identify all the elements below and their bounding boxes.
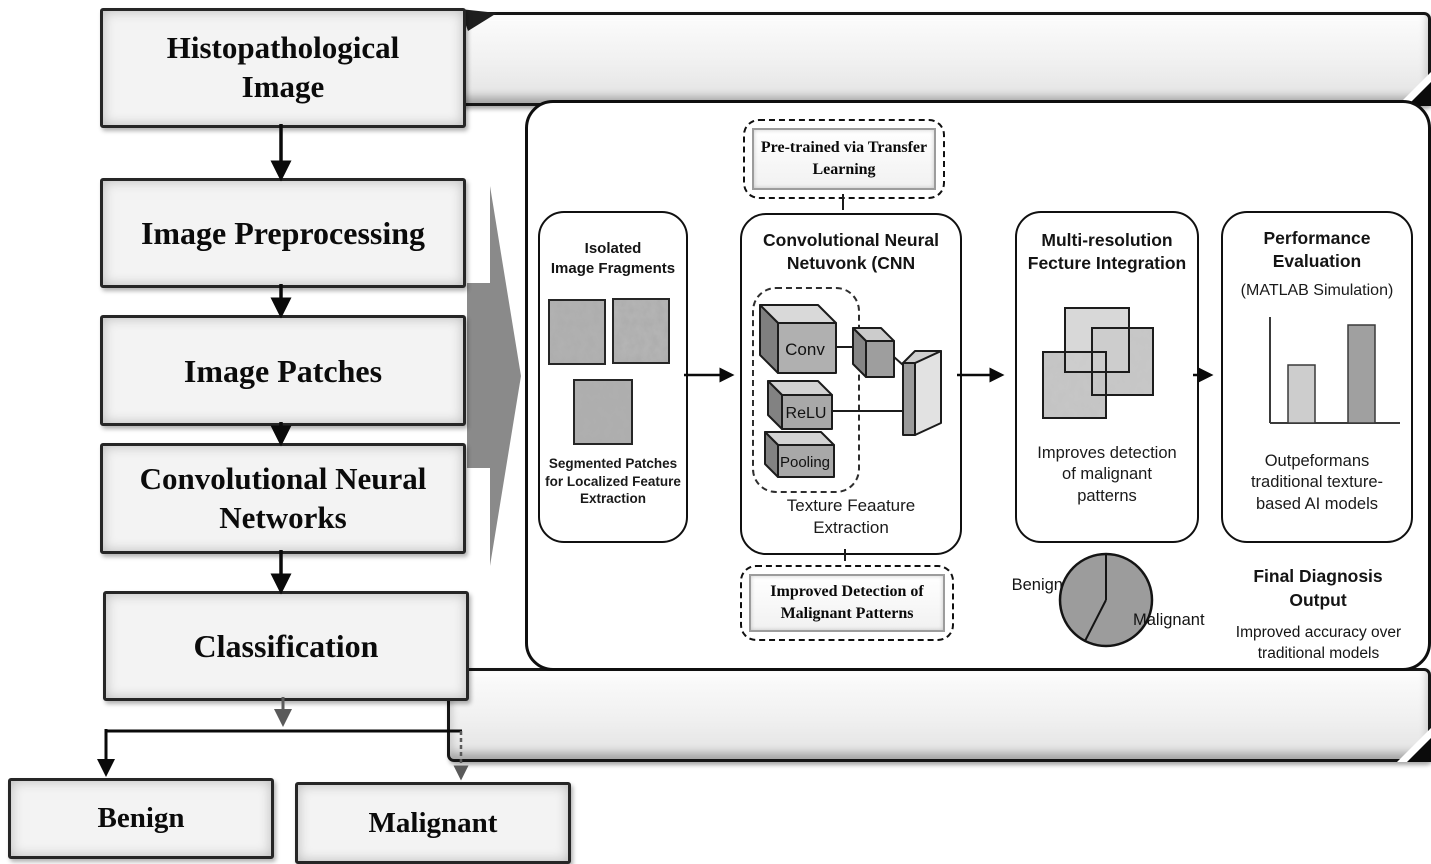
histology-patch-image — [573, 379, 633, 445]
flow-box-convolutional-neural-networks: Convolutional Neural Networks — [100, 443, 466, 554]
multiresolution-overlap-graphic — [1042, 307, 1154, 419]
stage-subtitle: (MATLAB Simulation) — [1240, 282, 1394, 299]
cnn-block-label-pooling: Pooling — [780, 454, 830, 471]
stage-caption: Segmented Patches for Localized Feature … — [545, 456, 681, 507]
stage-title-line2: Image Fragments — [550, 259, 676, 277]
bottom-ribbon-fold-corner — [1397, 728, 1431, 762]
pie-label-benign: Benign — [1011, 576, 1063, 594]
stage-title: Multi-resolution Fecture Integration — [1027, 230, 1187, 273]
histology-patch-image — [612, 298, 670, 364]
stage-multiresolution: Multi-resolution Fecture Integration Imp… — [1015, 211, 1199, 543]
flow-box-label: Image Patches — [183, 352, 383, 389]
final-diagnosis-title: Final Diagnosis Output — [1253, 566, 1383, 610]
stage-isolated-fragments: Isolated Image Fragments Segmented Patch… — [538, 211, 688, 543]
result-box-benign: Benign — [8, 778, 274, 859]
bar-traditional — [1287, 364, 1316, 424]
result-box-label: Malignant — [368, 806, 498, 839]
pipeline-panel: Pre-trained via Transfer Learning Isolat… — [525, 100, 1431, 671]
pretrained-tag: Pre-trained via Transfer Learning — [743, 119, 945, 199]
final-diagnosis-caption: Improved accuracy over traditional model… — [1235, 624, 1402, 662]
improved-detection-tag: Improved Detection of Malignant Patterns — [740, 565, 954, 641]
cnn-block-label-relu: ReLU — [786, 405, 827, 422]
stage-performance-evaluation: Performance Evaluation (MATLAB Simulatio… — [1221, 211, 1413, 543]
flow-box-image-preprocessing: Image Preprocessing — [100, 178, 466, 288]
stage-caption: Texture Feaature Extraction — [786, 496, 916, 538]
stage-title: Convolutional Neural Netuvonk (CNN — [763, 230, 939, 273]
stage-caption: Improves detection of malignant patterns — [1037, 444, 1177, 505]
flow-box-label: Classification — [193, 628, 379, 664]
improved-detection-tag-label: Improved Detection of Malignant Patterns — [749, 574, 945, 632]
result-box-malignant: Malignant — [295, 782, 571, 864]
cnn-block-label-conv: Conv — [785, 340, 825, 359]
result-box-label: Benign — [97, 802, 185, 835]
stage-caption: Outpeformans traditional texture-based A… — [1250, 452, 1384, 513]
flow-box-image-patches: Image Patches — [100, 315, 466, 426]
pie-label-malignant: Malignant — [1133, 611, 1205, 629]
histology-patch-image — [548, 299, 606, 365]
flow-box-label: Histopathological Image — [166, 30, 400, 104]
cnn-layers-cluster — [752, 287, 860, 493]
bar-proposed — [1347, 324, 1376, 424]
stage-title: Performance Evaluation — [1263, 228, 1371, 271]
cnn-blocks-graphic: Conv ReLU Pooling — [759, 304, 942, 478]
flow-box-label: Image Preprocessing — [140, 215, 426, 251]
flow-box-histopathological-image: Histopathological Image — [100, 8, 466, 128]
big-gray-arrow — [467, 186, 521, 566]
flow-box-classification: Classification — [103, 591, 469, 701]
performance-bar-chart — [1269, 317, 1400, 424]
stage-title-line1: Isolated — [584, 240, 642, 257]
stage-cnn: Convolutional Neural Netuvonk (CNN — [740, 213, 962, 555]
stage-title: Isolated Image Fragments — [540, 239, 686, 278]
torn-corner-mark — [460, 9, 497, 31]
diagnosis-pie-chart — [1058, 552, 1154, 648]
flow-box-label: Convolutional Neural Networks — [139, 460, 427, 535]
pretrained-tag-label: Pre-trained via Transfer Learning — [752, 128, 936, 190]
